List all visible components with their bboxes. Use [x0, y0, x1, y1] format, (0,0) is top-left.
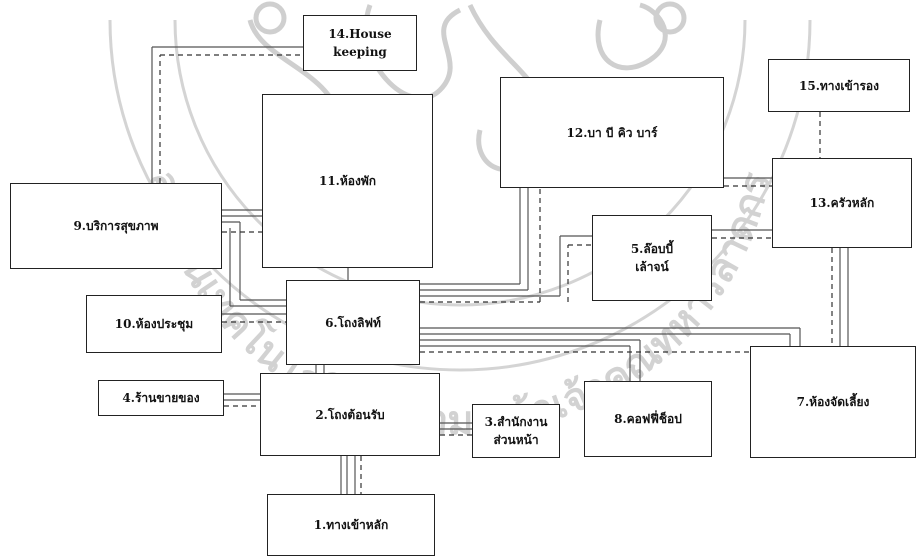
- room-7-banquet-room: 7.ห้องจัดเลี้ยง: [750, 346, 916, 458]
- room-label-line2: เล้าจน์: [635, 258, 668, 276]
- room-3-front-office: 3.สำนักงาน ส่วนหน้า: [472, 404, 560, 458]
- room-8-coffee-shop: 8.คอฟฟี่ช็อป: [584, 381, 712, 457]
- room-label-line1: 5.ล๊อบบี้: [631, 240, 673, 258]
- room-14-housekeeping: 14.House keeping: [303, 15, 417, 71]
- room-label: 7.ห้องจัดเลี้ยง: [797, 393, 870, 411]
- room-13-main-kitchen: 13.ครัวหลัก: [772, 158, 912, 248]
- room-2-reception-hall: 2.โถงต้อนรับ: [260, 373, 440, 456]
- room-label: 11.ห้องพัก: [319, 172, 376, 190]
- room-label: 12.บา บี คิว บาร์: [567, 124, 658, 142]
- room-label: 1.ทางเข้าหลัก: [314, 516, 389, 534]
- room-label: 6.โถงลิฟท์: [325, 314, 381, 332]
- room-11-guest-rooms: 11.ห้องพัก: [262, 94, 433, 268]
- room-15-secondary-entrance: 15.ทางเข้ารอง: [768, 59, 910, 112]
- room-label: 2.โถงต้อนรับ: [315, 406, 384, 424]
- room-10-meeting-room: 10.ห้องประชุม: [86, 295, 222, 353]
- room-label-line2: keeping: [333, 43, 387, 61]
- room-6-elevator-hall: 6.โถงลิฟท์: [286, 280, 420, 365]
- room-label-line2: ส่วนหน้า: [493, 431, 538, 449]
- room-label-line1: 14.House: [328, 25, 391, 43]
- room-label: 9.บริการสุขภาพ: [73, 217, 158, 235]
- room-4-shop: 4.ร้านขายของ: [98, 380, 224, 416]
- room-1-main-entrance: 1.ทางเข้าหลัก: [267, 494, 435, 556]
- room-label: 15.ทางเข้ารอง: [799, 77, 879, 95]
- room-label: 10.ห้องประชุม: [115, 315, 193, 333]
- room-label-line1: 3.สำนักงาน: [485, 413, 548, 431]
- room-label: 4.ร้านขายของ: [122, 389, 199, 407]
- room-12-bbq-bar: 12.บา บี คิว บาร์: [500, 77, 724, 188]
- room-label: 13.ครัวหลัก: [810, 194, 875, 212]
- room-5-lobby-lounge: 5.ล๊อบบี้ เล้าจน์: [592, 215, 712, 301]
- room-9-health-service: 9.บริการสุขภาพ: [10, 183, 222, 269]
- room-label: 8.คอฟฟี่ช็อป: [614, 410, 682, 428]
